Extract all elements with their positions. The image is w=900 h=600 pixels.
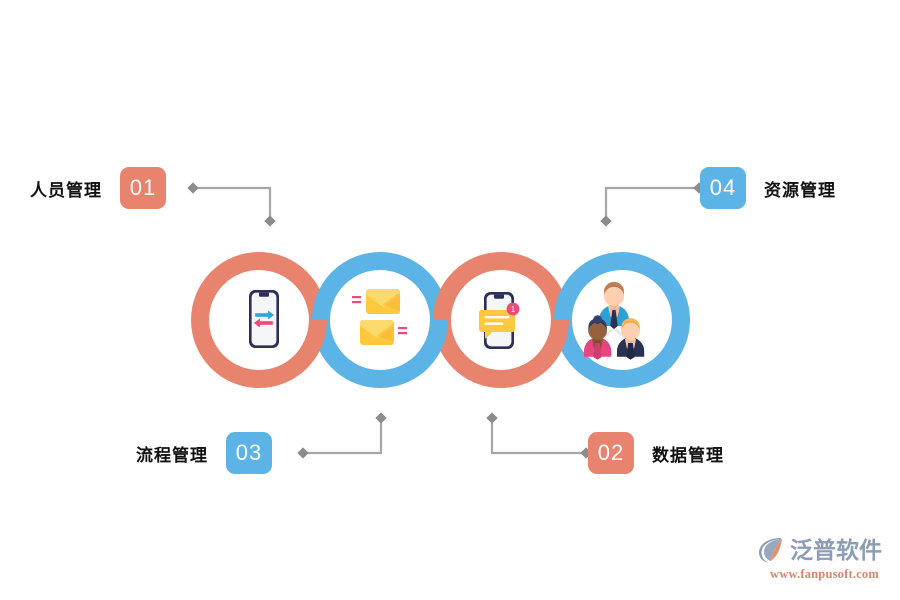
item-badge-04[interactable]: 04 (700, 167, 746, 209)
item-badge-01[interactable]: 01 (120, 167, 166, 209)
envelope-top-motion-lines (352, 296, 361, 304)
fanpu-logo-icon (759, 538, 782, 563)
item-label-02: 数据管理 (652, 445, 724, 465)
envelope-bottom-motion-lines (398, 327, 407, 335)
notification-badge-count: 1 (511, 305, 516, 314)
watermark-brand-row: 泛普软件 (757, 536, 892, 564)
watermark-url: www.fanpusoft.com (770, 567, 879, 581)
team-member-top (599, 281, 629, 329)
envelope-bottom (360, 320, 394, 345)
team-member-left (584, 315, 612, 360)
watermark-brand-text: 泛普软件 (790, 536, 882, 563)
item-label-03: 流程管理 (136, 445, 208, 465)
phone-transfer-icon (249, 290, 279, 348)
item-label-group-04[interactable]: 04 资源管理 (700, 167, 836, 209)
item-label-group-01[interactable]: 人员管理 01 (30, 167, 166, 209)
item-label-01: 人员管理 (30, 180, 102, 200)
item-label-04: 资源管理 (764, 180, 836, 200)
arrow-left-pink (253, 318, 273, 328)
item-badge-02[interactable]: 02 (588, 432, 634, 474)
team-member-right (617, 318, 645, 360)
envelope-top (366, 289, 400, 314)
team-group-icon (584, 281, 645, 360)
phone-message-icon: 1 (479, 292, 520, 349)
item-label-group-03[interactable]: 流程管理 03 (136, 432, 272, 474)
item-label-group-02[interactable]: 02 数据管理 (588, 432, 724, 474)
arrow-right-blue (255, 310, 275, 320)
envelopes-icon (352, 289, 407, 345)
chat-bubble (479, 310, 515, 339)
notification-badge: 1 (506, 302, 520, 316)
item-badge-03[interactable]: 03 (226, 432, 272, 474)
watermark: 泛普软件 www.fanpusoft.com (757, 536, 892, 588)
